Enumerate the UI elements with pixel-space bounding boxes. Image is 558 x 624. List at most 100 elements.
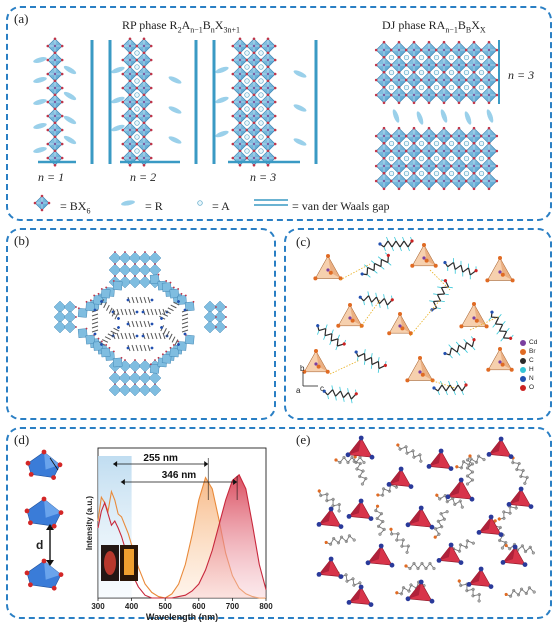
a-cation [388,69,395,76]
organic-chain [488,310,514,342]
a-cation [403,84,410,91]
element-legend-item: H [520,365,537,374]
organic-layer [126,296,154,304]
a-cation [433,69,440,76]
bond-marker [49,457,59,471]
dj-n3-label: n = 3 [508,68,535,82]
element-symbol: H [529,366,534,373]
arrow-head [233,479,238,485]
organic-chain [316,324,346,351]
octahedron [259,121,277,139]
red-tetrahedron [386,466,414,489]
a-cation [403,54,410,61]
element-legend-item: Cd [520,338,537,347]
r-organic-cation [33,57,47,63]
a-cation [433,140,440,147]
panel-a-label: (a) [14,11,29,26]
a-cation [448,170,455,177]
octahedron [404,171,424,191]
octahedron [449,85,469,105]
red-tetrahedron [486,436,514,459]
organic-chain [389,527,410,554]
organic-layer [111,308,139,316]
hydrogen-bond [429,379,456,389]
octahedron [389,55,409,75]
organic-chain [443,258,478,280]
a-cation [478,170,485,177]
r-organic-cation [63,115,77,125]
organic-chain [378,236,414,252]
red-tetrahedron [445,477,475,502]
panel-d-e [6,427,552,619]
a-cation [258,106,264,112]
red-tetrahedron [405,505,435,530]
x-tick-label: 300 [91,602,105,611]
octahedron [389,85,409,105]
red-tetrahedron [345,435,375,460]
legend-bx6: = BX6 [60,199,91,216]
a-cation [418,84,425,91]
hydrogen-bond [409,299,441,337]
element-color-dot [520,357,526,364]
r-organic-cation [168,76,182,84]
n2-label: n = 2 [130,170,157,184]
element-color-dot [520,348,526,355]
a-cation [134,106,140,112]
a-cation [433,84,440,91]
a-cation [134,78,140,84]
cdbr4-tetrahedron [485,256,515,283]
a-cation [463,155,470,162]
a-cation [478,54,485,61]
panel-d-label: (d) [14,432,30,447]
octahedron [46,107,64,125]
organic-layer [100,299,120,320]
perovskite-slab [213,300,227,334]
a-cation [258,78,264,84]
perovskite-slab [161,281,195,312]
a-cation [478,140,485,147]
r-organic-cation [486,109,494,123]
element-legend-item: Br [520,347,537,356]
octahedron [449,171,469,191]
axis-b-label: b [300,364,305,373]
octahedron [46,37,64,55]
octahedron-3d [25,449,63,480]
cdbr4-tetrahedron [313,254,343,281]
octahedron [449,70,469,90]
organic-chain [322,385,358,404]
a-cation [403,155,410,162]
a-cation [478,84,485,91]
element-color-dot [520,375,526,382]
a-cation [134,134,140,140]
a-cation [478,155,485,162]
panel-a [6,6,552,221]
a-cation [244,50,250,56]
organic-chain [358,291,394,310]
element-symbol: Br [529,348,536,355]
element-color-dot [520,366,526,373]
octahedron [389,126,409,146]
red-tetrahedron [436,542,464,565]
a-cation [258,120,264,126]
a-cation [448,140,455,147]
cdbr4-tetrahedron [410,243,438,268]
annotation-346: 346 nm [162,470,197,481]
x-axis-label: Wavelength (nm) [146,612,218,622]
organic-layer [126,320,154,328]
d-arrow-head [46,524,54,530]
r-organic-cation [33,147,47,153]
r-organic-cation [392,109,400,123]
a-cation [433,155,440,162]
octahedron [404,70,424,90]
r-organic-cation [215,130,229,138]
a-cation [448,155,455,162]
panel-c [284,228,552,420]
perovskite-slab [108,251,162,265]
organic-chain [504,542,535,555]
organic-layer [111,332,139,340]
element-color-dot [520,339,526,346]
cdbr4-tetrahedron [459,302,489,329]
perovskite-slab [108,263,162,277]
a-cation [418,140,425,147]
